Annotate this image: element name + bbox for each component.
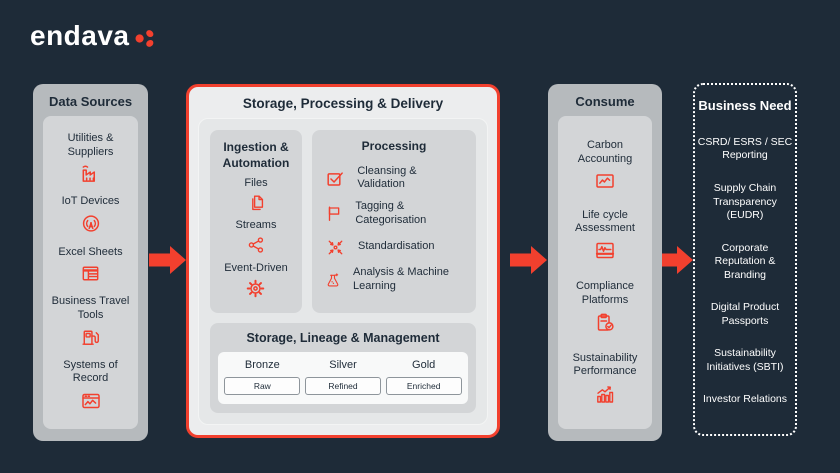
clipboard-check-icon bbox=[597, 313, 614, 331]
consume-panel: Consume Carbon Accounting Life cycle Ass… bbox=[548, 84, 662, 441]
item-label: Excel Sheets bbox=[58, 245, 123, 258]
list-item: Standardisation bbox=[324, 236, 464, 259]
item-label: Cleansing & Validation bbox=[357, 164, 417, 191]
list-item: Sustainability Performance bbox=[561, 352, 649, 407]
data-sources-title: Data Sources bbox=[48, 94, 133, 109]
ingestion-title: Ingestion & Automation bbox=[222, 140, 290, 170]
tier-gold: Gold Enriched bbox=[383, 359, 464, 395]
lineage-title: Storage, Lineage & Management bbox=[246, 331, 440, 345]
endava-logo-text: endava bbox=[30, 20, 130, 51]
tier-stage-badge: Refined bbox=[305, 377, 381, 395]
list-item: IoT Devices bbox=[61, 195, 120, 236]
item-label: Sustainability Performance bbox=[572, 351, 638, 378]
tier-name: Bronze bbox=[244, 359, 280, 371]
bar-chart-rise-icon bbox=[597, 386, 614, 403]
red-right-arrow-icon bbox=[656, 246, 693, 274]
list-item: Supply Chain Transparency (EUDR) bbox=[713, 181, 777, 222]
ecg-chart-icon bbox=[595, 242, 615, 259]
business-need-panel: Business Need CSRD/ ESRS / SEC Reporting… bbox=[693, 83, 797, 436]
item-label: Business Travel Tools bbox=[51, 295, 130, 322]
item-label: Standardisation bbox=[358, 240, 435, 253]
item-label: Utilities & Suppliers bbox=[67, 131, 114, 158]
flag-icon bbox=[328, 206, 340, 222]
list-item: Life cycle Assessment bbox=[561, 209, 649, 264]
converge-arrows-icon bbox=[328, 240, 343, 254]
pipeline-body: Ingestion & Automation Files Streams bbox=[198, 118, 488, 425]
data-sources-panel: Data Sources Utilities & Suppliers IoT D… bbox=[33, 84, 148, 441]
list-item: Carbon Accounting bbox=[561, 139, 649, 192]
item-label: Life cycle Assessment bbox=[575, 208, 635, 235]
red-right-arrow-icon bbox=[149, 246, 186, 274]
item-label: Tagging & Categorisation bbox=[355, 200, 427, 226]
pipeline-title: Storage, Processing & Delivery bbox=[242, 96, 444, 111]
item-label: Analysis & Machine Learning bbox=[353, 266, 449, 293]
list-item: Tagging & Categorisation bbox=[324, 200, 464, 228]
iot-broadcast-icon bbox=[82, 215, 99, 232]
list-item: Corporate Reputation & Branding bbox=[714, 241, 776, 281]
tier-bronze: Bronze Raw bbox=[222, 359, 303, 395]
list-item: Streams bbox=[235, 219, 277, 256]
tier-name: Gold bbox=[412, 359, 436, 371]
list-item: Cleansing & Validation bbox=[324, 165, 464, 193]
tier-stage-badge: Enriched bbox=[385, 377, 462, 395]
file-icon bbox=[252, 195, 264, 210]
tier-stage-badge: Raw bbox=[224, 377, 301, 395]
list-item: Compliance Platforms bbox=[561, 280, 649, 335]
list-item: Analysis & Machine Learning bbox=[324, 266, 464, 294]
storage-processing-delivery-panel: Storage, Processing & Delivery Ingestion… bbox=[186, 84, 500, 438]
tier-silver: Silver Refined bbox=[303, 359, 384, 395]
endava-mark-icon bbox=[135, 30, 153, 47]
ingestion-automation-box: Ingestion & Automation Files Streams bbox=[210, 130, 302, 313]
line-chart-icon bbox=[596, 173, 614, 188]
item-label: Event-Driven bbox=[224, 261, 288, 274]
item-label: Systems of Record bbox=[63, 358, 118, 385]
list-item: Business Travel Tools bbox=[46, 295, 135, 349]
list-item: CSRD/ ESRS / SEC Reporting bbox=[697, 135, 793, 162]
data-sources-list: Utilities & Suppliers IoT Devices Excel … bbox=[43, 116, 138, 429]
endava-logo: endava bbox=[30, 22, 158, 50]
list-item: Sustainability Initiatives (SBTI) bbox=[706, 347, 784, 374]
lineage-tiers: Bronze Raw Silver Refined Gold Enriched bbox=[218, 352, 468, 404]
tier-name: Silver bbox=[329, 359, 357, 371]
item-label: Files bbox=[244, 176, 268, 189]
business-need-title: Business Need bbox=[698, 98, 792, 113]
checkbox-icon bbox=[327, 172, 343, 186]
list-item: Files bbox=[244, 176, 268, 214]
item-label: IoT Devices bbox=[61, 195, 120, 208]
share-nodes-icon bbox=[248, 237, 264, 254]
list-item: Investor Relations bbox=[702, 393, 788, 406]
processing-title: Processing bbox=[361, 139, 427, 153]
flask-icon bbox=[327, 273, 339, 287]
red-right-arrow-icon bbox=[510, 246, 547, 274]
item-label: Streams bbox=[235, 219, 277, 232]
business-need-list: CSRD/ ESRS / SEC Reporting Supply Chain … bbox=[695, 113, 795, 434]
storage-lineage-management-box: Storage, Lineage & Management Bronze Raw… bbox=[210, 323, 476, 413]
list-item: Excel Sheets bbox=[58, 245, 123, 286]
list-item: Digital Product Passports bbox=[710, 301, 780, 327]
factory-icon bbox=[82, 165, 96, 183]
consume-title: Consume bbox=[575, 94, 635, 109]
list-item: Utilities & Suppliers bbox=[46, 132, 135, 186]
processing-list: Cleansing & Validation Tagging & Categor… bbox=[324, 157, 464, 302]
item-label: Carbon Accounting bbox=[577, 139, 633, 165]
processing-box: Processing Cleansing & Validation bbox=[312, 130, 476, 313]
spreadsheet-icon bbox=[82, 267, 99, 281]
list-item: Systems of Record bbox=[46, 359, 135, 414]
list-item: Event-Driven bbox=[224, 262, 288, 300]
consume-list: Carbon Accounting Life cycle Assessment … bbox=[558, 116, 652, 429]
system-window-icon bbox=[81, 393, 100, 409]
item-label: Compliance Platforms bbox=[575, 280, 635, 306]
fuel-pump-icon bbox=[82, 330, 99, 345]
gear-icon bbox=[247, 279, 265, 298]
